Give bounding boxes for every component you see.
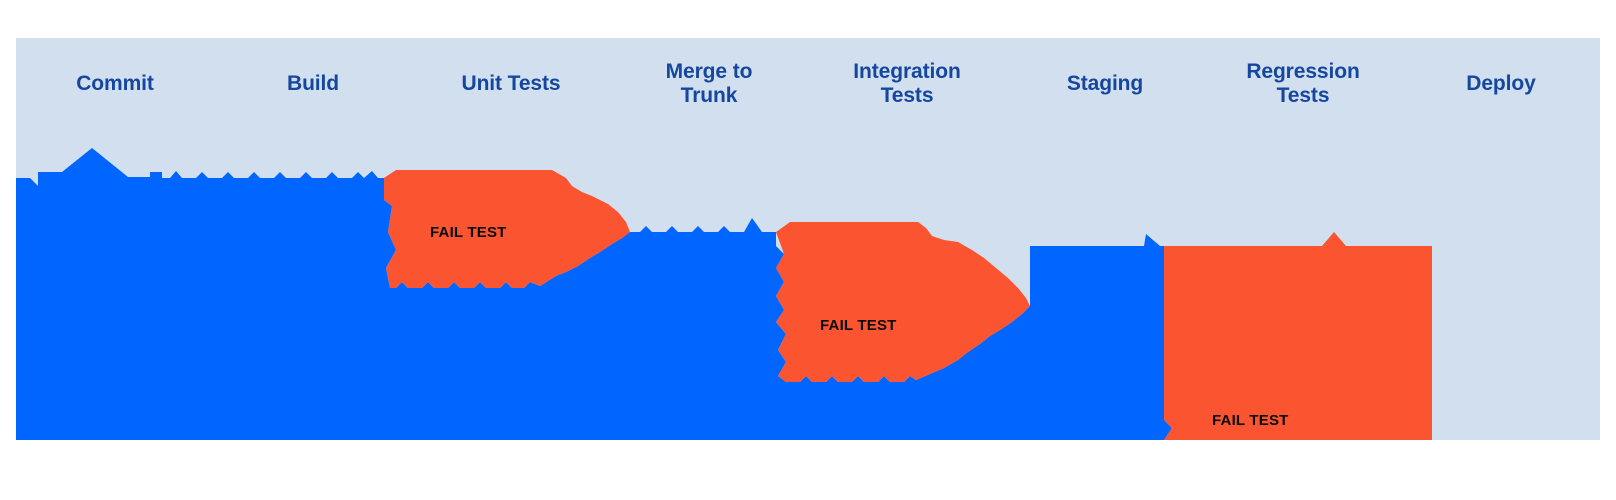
stage-label-merge-to-trunk: Merge to Trunk (610, 60, 808, 108)
stage-label-unit-tests-line1: Unit Tests (461, 71, 561, 95)
stage-label-deploy: Deploy (1402, 72, 1600, 96)
stage-label-integration-tests: Integration Tests (808, 60, 1006, 108)
stage-label-regression-tests-line2: Tests (1276, 84, 1330, 107)
stage-label-integration-tests-line2: Tests (880, 84, 934, 107)
fail-test-label-integration-tests: FAIL TEST (820, 317, 897, 334)
stage-label-merge-to-trunk-line1: Merge to (665, 59, 753, 83)
passing-area (16, 148, 1172, 440)
fail-area-regression-tests (1164, 232, 1432, 440)
stage-label-unit-tests: Unit Tests (412, 72, 610, 96)
fail-area-integration-tests (776, 222, 1030, 382)
stage-label-commit-line1: Commit (76, 71, 154, 95)
fail-area-unit-tests (384, 170, 630, 288)
stage-label-build: Build (214, 72, 412, 96)
stage-label-row: Commit Build Unit Tests Merge to Trunk I… (16, 38, 1600, 130)
stage-label-integration-tests-line1: Integration (853, 59, 961, 83)
fail-test-label-regression-tests: FAIL TEST (1212, 412, 1289, 429)
stage-label-regression-tests: Regression Tests (1204, 60, 1402, 108)
stage-label-build-line1: Build (287, 71, 339, 95)
stage-label-staging: Staging (1006, 72, 1204, 96)
stage-label-commit: Commit (16, 72, 214, 96)
stage-label-staging-line1: Staging (1066, 71, 1144, 95)
stage-label-deploy-line1: Deploy (1466, 71, 1536, 95)
stage-label-merge-to-trunk-line2: Trunk (680, 84, 738, 107)
fail-test-label-unit-tests: FAIL TEST (430, 224, 507, 241)
stage-label-regression-tests-line1: Regression (1246, 59, 1360, 83)
